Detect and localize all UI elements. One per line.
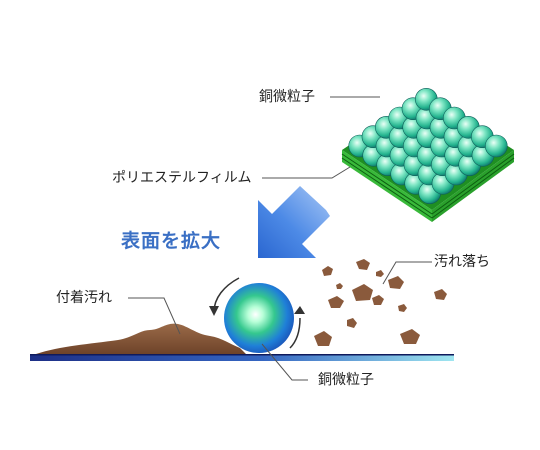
rotation-arrowhead-right bbox=[294, 306, 305, 314]
leader-line-film bbox=[262, 166, 351, 179]
rotation-arc-right bbox=[289, 317, 301, 349]
label-copper-particle-bottom: 銅微粒子 bbox=[318, 372, 374, 388]
surface-edge bbox=[30, 354, 454, 356]
removed-dirt-fragments bbox=[314, 259, 447, 346]
label-dirt-removed: 汚れ落ち bbox=[434, 254, 490, 270]
copper-particle-grid bbox=[348, 88, 508, 204]
label-adhered-dirt: 付着汚れ bbox=[56, 290, 112, 306]
surface-line bbox=[30, 354, 454, 361]
label-copper-particles-top: 銅微粒子 bbox=[259, 89, 315, 105]
label-polyester-film: ポリエステルフィルム bbox=[112, 170, 252, 186]
label-enlarged-surface: 表面を拡大 bbox=[121, 230, 222, 252]
leader-line-adhered-dirt bbox=[128, 297, 181, 335]
copper-bead bbox=[484, 134, 508, 158]
rotation-arrowhead-left bbox=[209, 306, 219, 316]
copper-particle-enlarged bbox=[224, 283, 294, 353]
leader-line-dirt-removed bbox=[382, 261, 432, 285]
adhered-dirt-mound bbox=[36, 323, 246, 354]
leader-line-bottom-particle bbox=[261, 343, 308, 381]
enlarge-arrow bbox=[258, 186, 330, 258]
